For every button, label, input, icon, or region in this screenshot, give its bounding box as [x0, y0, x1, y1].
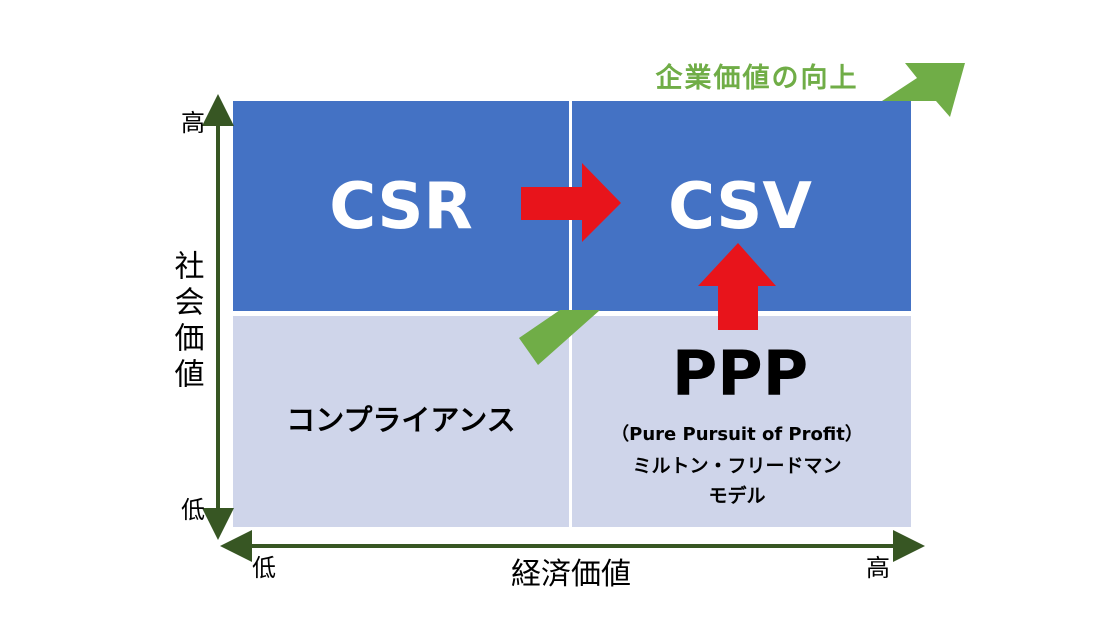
ppp-to-csv-arrow [698, 243, 776, 330]
x-axis-low-label: 低 [252, 554, 276, 582]
x-axis-high-label: 高 [866, 554, 890, 582]
ppp-subtitle: （Pure Pursuit of Profit） [611, 424, 863, 445]
x-axis-title: 経済価値 [511, 557, 631, 592]
y-axis-low-label: 低 [181, 496, 205, 524]
growth-label: 企業価値の向上 [656, 62, 859, 94]
quadrant-title-csv: CSV [668, 170, 812, 244]
growth-arrow-lower-segment [519, 310, 600, 365]
quadrant-bottom-right [572, 316, 911, 527]
quadrant-bottom-left [233, 316, 569, 527]
quadrant-title-ppp: PPP [672, 337, 808, 410]
csr-to-csv-arrow [521, 163, 621, 242]
y-axis-high-label: 高 [181, 109, 205, 137]
quadrant-title-csr: CSR [329, 170, 473, 244]
ppp-friedman-line2: モデル [708, 484, 765, 507]
quadrant-title-compliance: コンプライアンス [286, 403, 515, 437]
quadrant-top-left [233, 101, 569, 311]
y-axis-title: 社会価値 [169, 250, 205, 394]
ppp-friedman-line1: ミルトン・フリードマン [632, 455, 841, 477]
growth-arrow-upper-segment [882, 63, 965, 117]
